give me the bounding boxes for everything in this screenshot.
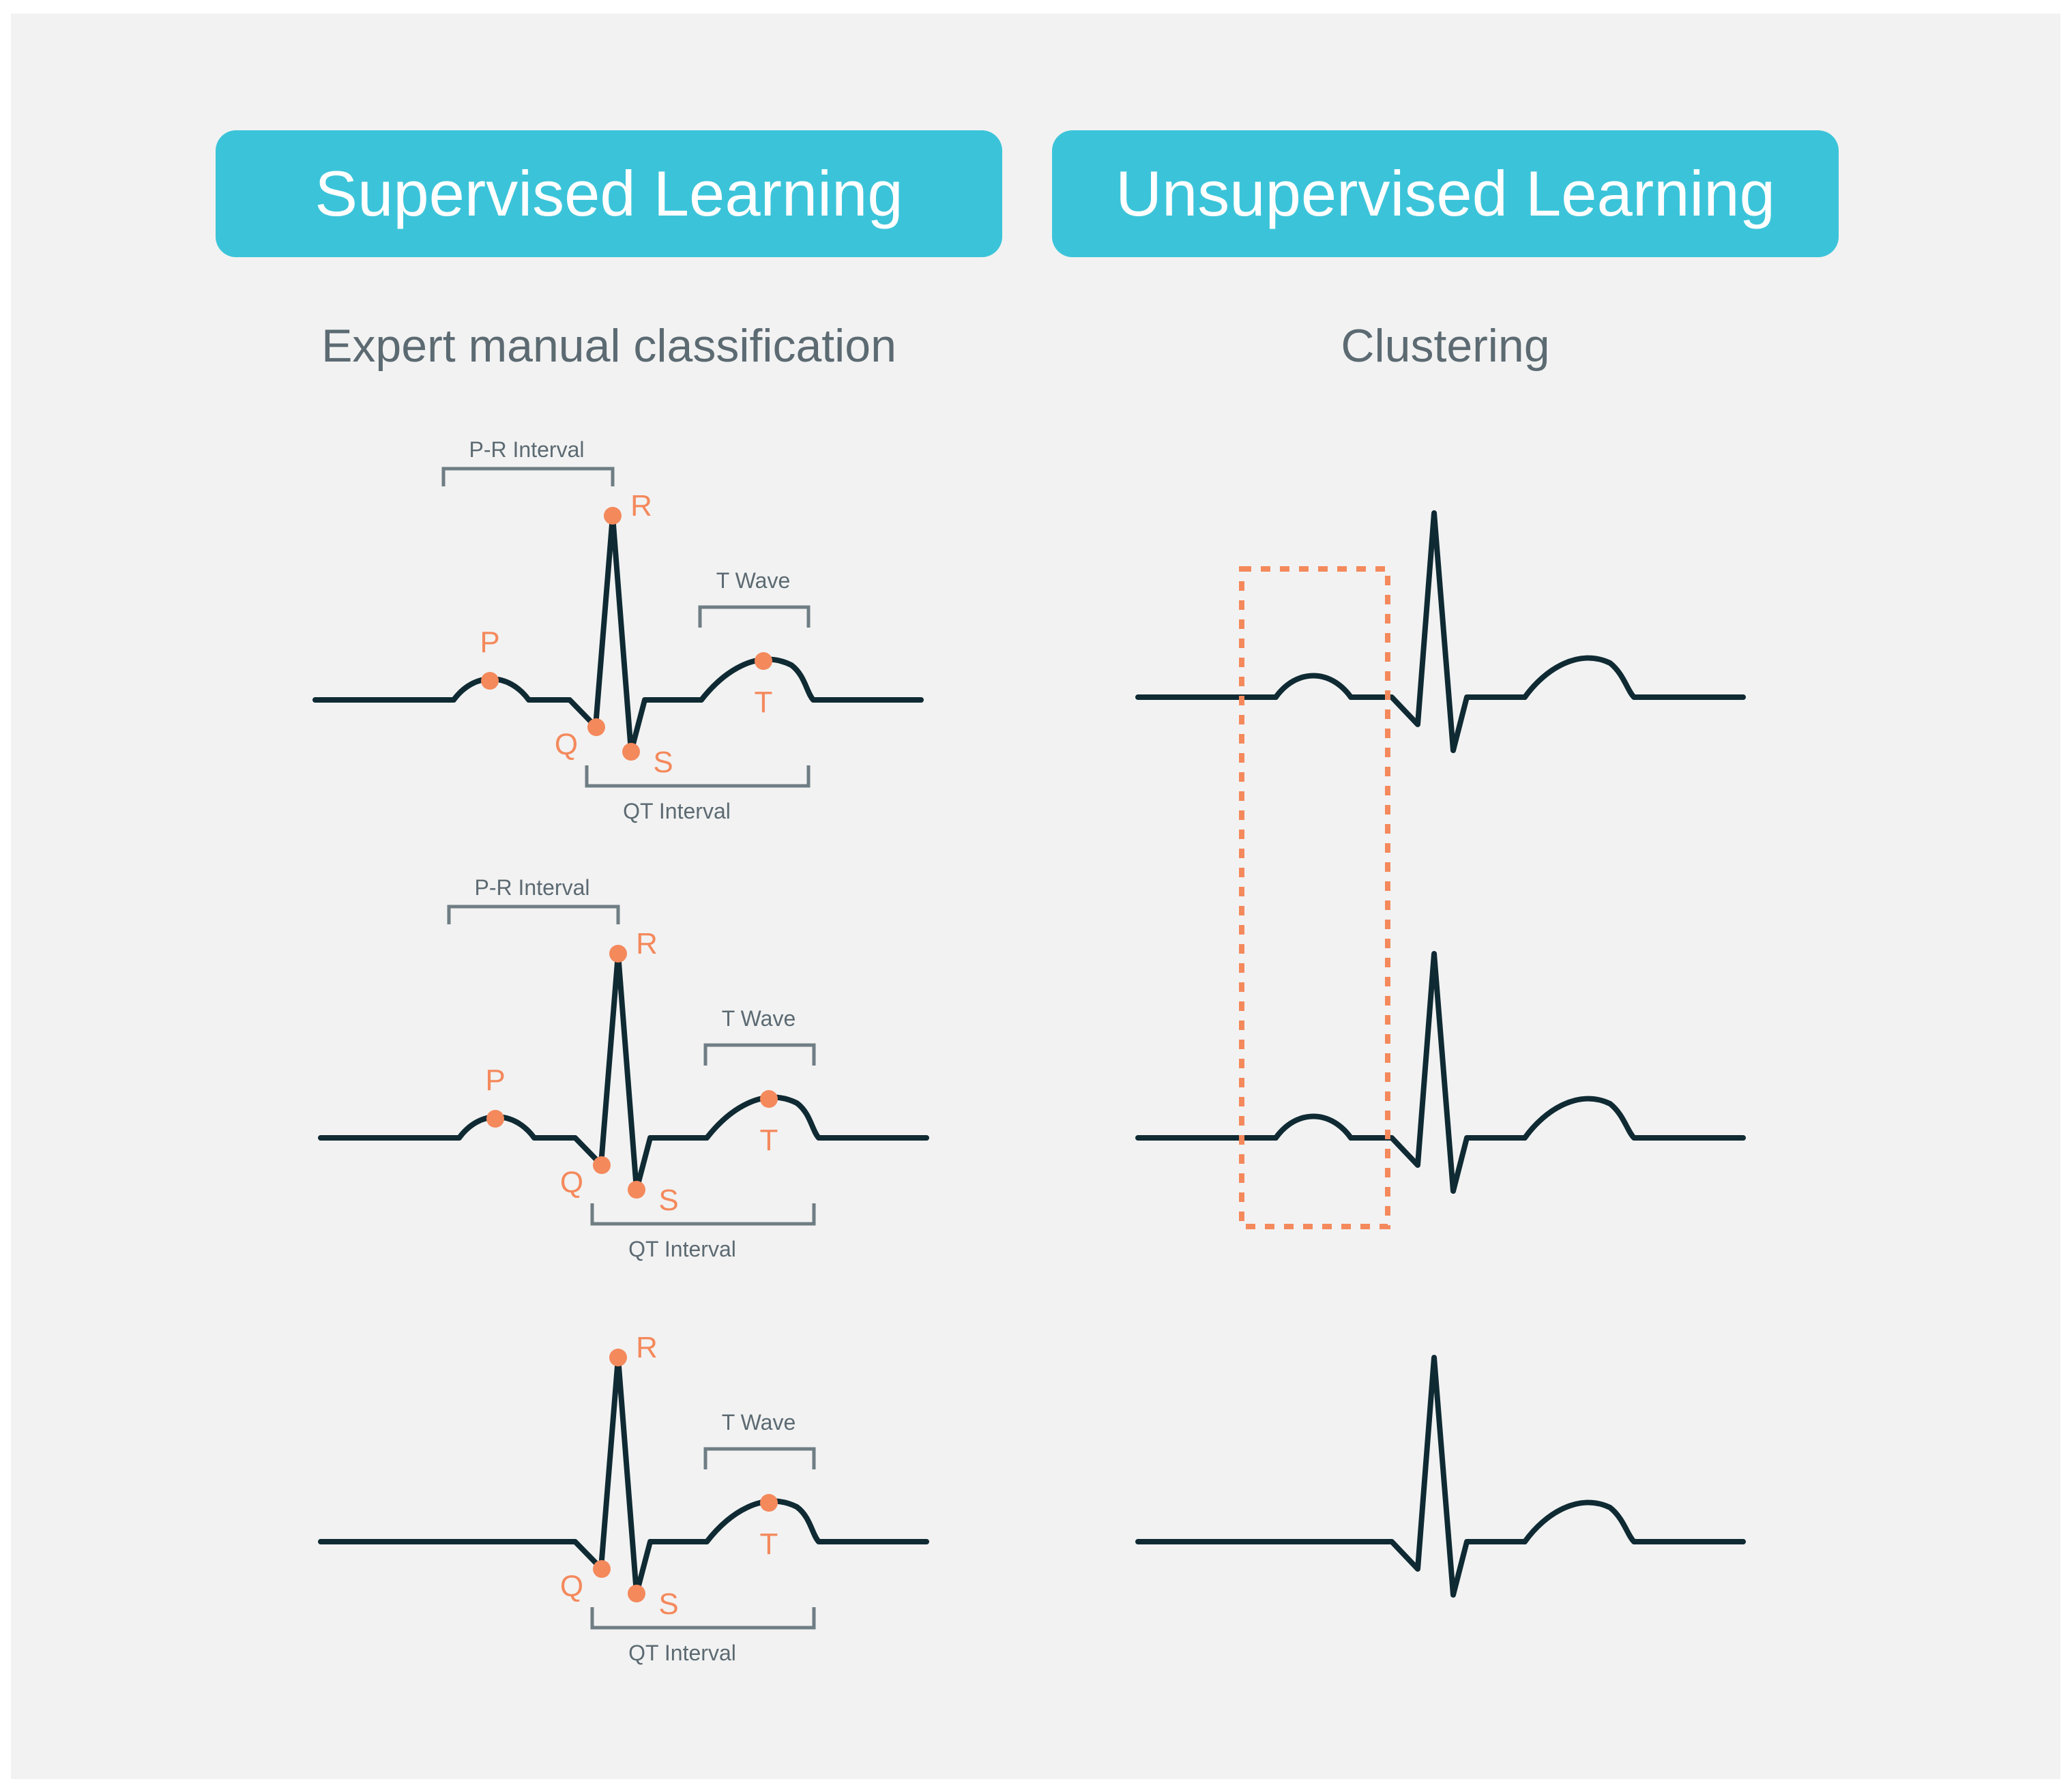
supervised-subtitle: Expert manual classification (321, 320, 896, 372)
t-point (755, 652, 772, 670)
q-label: Q (560, 1570, 583, 1603)
supervised-beat-2: P-R Interval T Wave QT Interval P R Q S … (318, 875, 929, 1261)
ecg-waveform (318, 1355, 929, 1596)
unsupervised-beat-1-waveform (1135, 510, 1746, 753)
t-label: T (755, 686, 773, 719)
s-point (628, 1181, 645, 1199)
unsupervised-learning-header: Unsupervised Learning (1052, 130, 1839, 257)
r-label: R (630, 489, 652, 523)
pr-interval-bracket (441, 467, 615, 486)
r-label: R (636, 1331, 658, 1364)
qt-interval-bracket (590, 1607, 816, 1630)
ecg-waveform (318, 951, 929, 1192)
unsupervised-beat-3-waveform (1135, 1355, 1746, 1598)
ecg-waveform (312, 513, 924, 754)
t-label: T (760, 1527, 778, 1561)
t-wave-label: T Wave (722, 1410, 796, 1435)
s-label: S (658, 1587, 678, 1621)
t-point (760, 1090, 778, 1108)
t-wave-bracket (703, 1447, 816, 1469)
s-label: S (653, 746, 673, 779)
pr-interval-bracket (447, 905, 620, 924)
r-point (609, 1349, 627, 1366)
s-point (628, 1585, 645, 1602)
t-wave-bracket (703, 1043, 816, 1066)
t-wave-bracket (698, 605, 811, 628)
supervised-learning-title: Supervised Learning (315, 158, 903, 229)
p-wave-cluster-box (1239, 566, 1390, 1229)
p-point (486, 1110, 504, 1128)
q-label: Q (555, 728, 578, 761)
unsupervised-learning-title: Unsupervised Learning (1115, 158, 1775, 229)
t-point (760, 1494, 778, 1512)
supervised-beat-3: T Wave QT Interval R Q S T (318, 1331, 929, 1665)
qt-interval-bracket (590, 1203, 816, 1226)
pr-interval-label: P-R Interval (475, 875, 590, 900)
q-point (587, 718, 605, 736)
qt-interval-label: QT Interval (623, 799, 731, 823)
qt-interval-label: QT Interval (628, 1237, 736, 1261)
r-label: R (636, 927, 658, 960)
q-point (593, 1156, 611, 1174)
p-point (481, 672, 499, 690)
figure-background (11, 14, 2060, 1779)
s-point (622, 743, 640, 761)
unsupervised-subtitle: Clustering (1341, 320, 1550, 372)
p-label: P (485, 1063, 505, 1097)
unsupervised-beat-2-waveform (1135, 951, 1746, 1194)
p-label: P (480, 626, 499, 659)
r-point (604, 507, 622, 525)
supervised-beat-1: P-R Interval T Wave QT Interval P R Q S … (312, 437, 924, 823)
pr-interval-label: P-R Interval (469, 437, 585, 462)
t-wave-label: T Wave (716, 568, 790, 593)
supervised-learning-header: Supervised Learning (216, 130, 1002, 257)
qt-interval-label: QT Interval (628, 1641, 736, 1665)
t-wave-label: T Wave (722, 1006, 796, 1031)
t-label: T (760, 1124, 778, 1157)
s-label: S (658, 1184, 678, 1217)
q-label: Q (560, 1166, 583, 1199)
r-point (609, 945, 627, 963)
qt-interval-bracket (585, 765, 811, 788)
q-point (593, 1560, 611, 1578)
